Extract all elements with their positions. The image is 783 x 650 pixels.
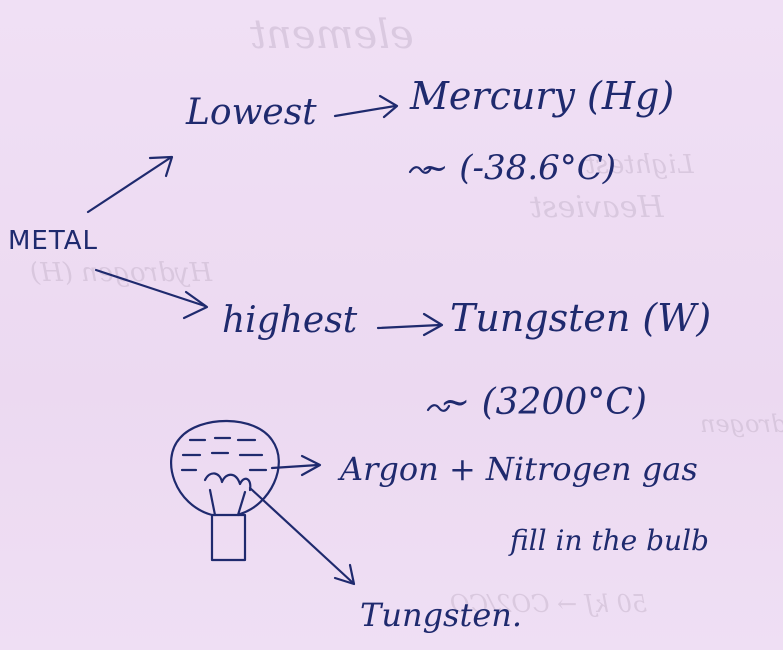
highest-label: highest: [222, 300, 358, 341]
bulb-fill-label: fill in the bulb: [510, 524, 709, 557]
bulb-filament: [203, 472, 252, 492]
mercury-temp: ~ (-38.6°C): [420, 148, 617, 188]
lowest-label: Lowest: [186, 92, 317, 133]
arrow-lowest-to-mercury: [333, 104, 397, 118]
arrow-to-highest: [94, 268, 207, 308]
arrow-to-lowest: [86, 156, 172, 214]
tungsten-temp: ~ (3200°C): [440, 382, 647, 423]
bulb-base: [210, 513, 247, 562]
mercury-label: Mercury (Hg): [410, 74, 675, 118]
bulb-gas-label: Argon + Nitrogen gas: [340, 450, 698, 488]
metal-label: METAL: [8, 226, 98, 256]
tungsten-label: Tungsten (W): [450, 296, 712, 340]
bulb-globe: [170, 419, 280, 517]
arrow-bulb-to-gas: [270, 463, 320, 470]
arrow-highest-to-tungsten: [376, 323, 442, 330]
filament-label: Tungsten.: [360, 596, 523, 634]
arrow-filament-to-tungsten: [248, 486, 354, 584]
